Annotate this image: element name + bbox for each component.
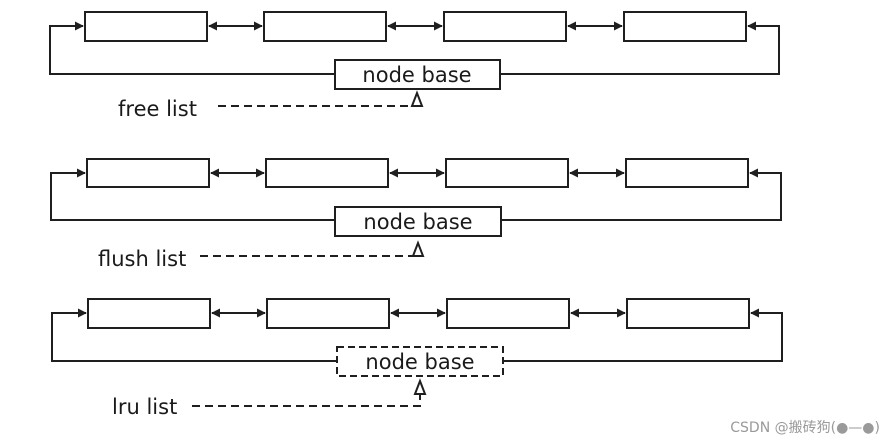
free-list-node-box-1 <box>84 11 208 42</box>
free-list-group: node base free list <box>49 11 780 121</box>
flush-list-node-base-text: node base <box>363 210 472 234</box>
free-list-node-base-text: node base <box>362 63 471 87</box>
flush-list-right-loop <box>501 168 782 221</box>
free-list-left-loop <box>49 21 335 75</box>
lru-list-node-box-4 <box>626 298 750 329</box>
lru-list-node-base-box <box>336 346 504 377</box>
flush-list-node-box-3 <box>445 158 569 188</box>
free-list-node-box-2 <box>263 11 387 42</box>
flush-list-pointer-head <box>411 240 425 257</box>
flush-list-label: flush list <box>98 247 186 271</box>
lru-list-pointer <box>192 392 421 407</box>
free-list-right-loop <box>500 21 780 75</box>
lru-list-node-box-3 <box>446 298 570 329</box>
lru-list-label: lru list <box>112 395 177 419</box>
free-list-label: free list <box>118 97 197 121</box>
lru-list-left-loop <box>51 308 337 362</box>
lru-list-right-loop <box>503 308 783 362</box>
free-list-pointer <box>218 93 418 107</box>
flush-list-left-loop <box>50 168 335 221</box>
watermark: CSDN @搬砖狗(●—●) <box>730 420 880 436</box>
flush-list-node-box-1 <box>86 158 210 188</box>
lru-list-node-base-text: node base <box>365 350 474 374</box>
lru-list-node-box-1 <box>87 298 211 329</box>
free-list-node-base-box <box>334 59 501 90</box>
lru-list-pointer-head <box>413 378 427 395</box>
free-list-pointer-head <box>410 90 424 107</box>
flush-list-node-box-4 <box>625 158 749 188</box>
free-list-node-box-4 <box>623 11 747 42</box>
flush-list-node-box-2 <box>265 158 389 188</box>
lru-list-node-box-2 <box>266 298 390 329</box>
flush-list-pointer <box>200 243 419 257</box>
flush-list-group: node base flush list <box>50 158 782 271</box>
free-list-node-box-3 <box>443 11 567 42</box>
lru-list-group: node base lru list <box>51 298 783 419</box>
flush-list-node-base-box <box>334 206 502 237</box>
